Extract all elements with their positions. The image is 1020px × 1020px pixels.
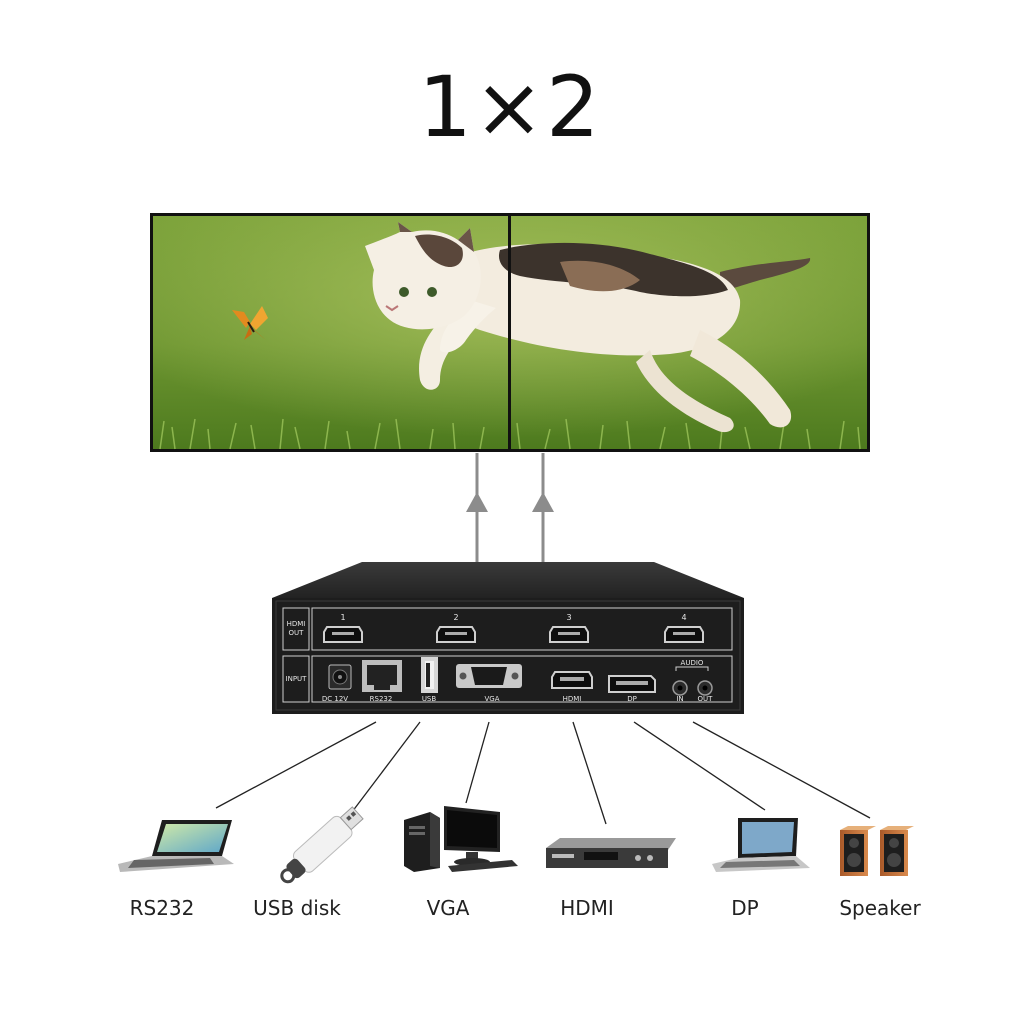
hdmi-output-port-1: 1 — [323, 613, 363, 643]
laptop-icon — [118, 820, 234, 872]
port-label-audio-out: OUT — [698, 695, 714, 703]
audio-out-jack — [697, 680, 713, 696]
arrow-to-screen-1 — [466, 453, 488, 565]
hdmi-output-number-4: 4 — [681, 613, 686, 622]
input-ports: DC 12V RS232 USB VGA HDMI DP IN OUT AUDIO — [322, 657, 713, 703]
port-label-hdmi: HDMI — [563, 695, 582, 703]
hdmi-output-number-3: 3 — [566, 613, 571, 622]
line-speaker — [692, 721, 871, 819]
hdmi-output-port-3: 3 — [549, 613, 589, 643]
hdmi-output-ports: 1 2 3 4 — [323, 613, 704, 643]
line-vga — [465, 721, 490, 804]
port-label-audio-in: IN — [676, 695, 683, 703]
hdmi-output-number-2: 2 — [453, 613, 458, 622]
device-label-speaker: Speaker — [839, 896, 921, 920]
video-wall — [150, 213, 870, 452]
line-usb — [351, 721, 421, 813]
hdmi-output-port-2: 2 — [436, 613, 476, 643]
audio-in-jack — [672, 680, 688, 696]
hdmi-output-port-4: 4 — [664, 613, 704, 643]
device-label-vga: VGA — [426, 896, 470, 920]
port-label-vga: VGA — [484, 695, 499, 703]
port-label-audio: AUDIO — [681, 659, 704, 667]
row-label-input: INPUT — [286, 675, 308, 683]
device-label-dp: DP — [731, 896, 759, 920]
dvd-player-icon — [546, 838, 676, 868]
arrow-to-screen-2 — [532, 453, 554, 565]
port-label-dc-12v: DC 12V — [322, 695, 348, 703]
device-label-rs232: RS232 — [129, 896, 195, 920]
displayport-input-port — [608, 675, 656, 693]
hdmi-output-number-1: 1 — [340, 613, 345, 622]
device-label-hdmi: HDMI — [560, 896, 614, 920]
dc-power-port — [328, 664, 352, 690]
usb-disk-icon — [280, 806, 364, 884]
port-label-rs232: RS232 — [370, 695, 393, 703]
kitten-icon — [365, 222, 811, 433]
speaker-icon — [840, 826, 914, 876]
rs232-port — [362, 660, 402, 692]
butterfly-icon — [232, 306, 268, 340]
port-label-dp: DP — [627, 695, 637, 703]
audio-ports — [672, 666, 713, 696]
output-arrows — [466, 453, 554, 565]
connection-lines — [215, 721, 871, 825]
line-rs232 — [215, 721, 377, 809]
vga-port — [456, 664, 522, 688]
line-dp — [633, 721, 766, 811]
hdmi-input-port — [551, 671, 593, 689]
device-label-usb-disk: USB disk — [253, 896, 341, 920]
line-hdmi — [572, 721, 607, 825]
usb-port — [421, 657, 438, 693]
desktop-pc-icon — [404, 806, 518, 872]
diagram-title: 1×2 — [418, 58, 602, 156]
grass — [159, 418, 861, 450]
laptop-icon — [712, 818, 810, 872]
port-label-usb: USB — [422, 695, 437, 703]
